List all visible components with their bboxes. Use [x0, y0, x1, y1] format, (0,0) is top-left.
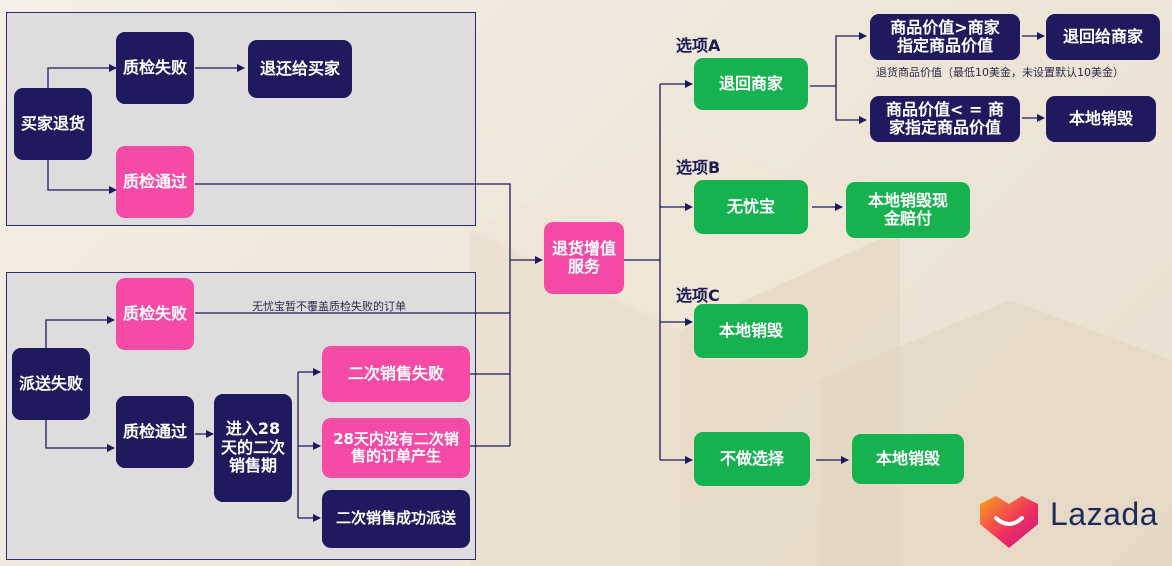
delivery-qc-fail-node: 质检失败 — [116, 278, 194, 350]
delivery-fail-node: 派送失败 — [12, 348, 90, 420]
delivery-qc-pass-node: 质检通过 — [116, 396, 194, 468]
value-less-equal-condition-node: 商品价值< = 商家指定商品价值 — [870, 96, 1020, 142]
no-choice-local-destroy-node: 本地销毁 — [852, 434, 964, 484]
return-to-merchant-node: 退回给商家 — [1046, 14, 1160, 60]
return-value-added-service-node: 退货增值服务 — [544, 222, 624, 294]
option-c-local-destroy-node: 本地销毁 — [694, 304, 808, 358]
value-greater-condition-node: 商品价值>商家指定商品价值 — [870, 14, 1020, 60]
no-resale-order-node: 28天内没有二次销售的订单产生 — [322, 418, 470, 478]
return-value-note: 退货商品价值（最低10美金，未设置默认10美金） — [876, 66, 1124, 79]
return-to-buyer-node: 退还给买家 — [248, 40, 352, 98]
no-choice-node: 不做选择 — [694, 432, 810, 486]
resale-fail-node: 二次销售失败 — [322, 346, 470, 402]
resale-period-node: 进入28天的二次销售期 — [214, 394, 292, 502]
option-b-worry-free-node: 无忧宝 — [694, 180, 808, 234]
lazada-wordmark: Lazada — [1050, 496, 1158, 532]
buyer-qc-fail-node: 质检失败 — [116, 32, 194, 104]
local-destroy-cash-compensation-node: 本地销毁现金赔付 — [846, 182, 970, 238]
qc-fail-note: 无忧宝暂不覆盖质检失败的订单 — [252, 300, 406, 313]
buyer-qc-pass-node: 质检通过 — [116, 146, 194, 218]
option-a-label: 选项A — [676, 36, 721, 55]
option-a-return-merchant-node: 退回商家 — [694, 58, 808, 110]
local-destroy-a-node: 本地销毁 — [1046, 96, 1156, 142]
option-b-label: 选项B — [676, 158, 721, 177]
buyer-return-node: 买家退货 — [14, 88, 92, 160]
resale-success-node: 二次销售成功派送 — [322, 490, 470, 548]
lazada-heart-icon — [980, 496, 1038, 548]
option-c-label: 选项C — [676, 286, 720, 305]
